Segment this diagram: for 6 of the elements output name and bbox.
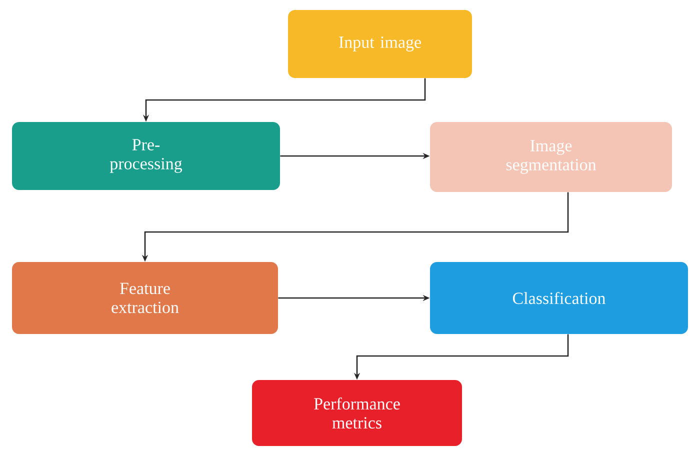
process-box: Pre-processing: [12, 122, 280, 190]
process-box: Classification: [430, 262, 688, 334]
process-box: Input image: [288, 10, 472, 78]
process-box: Image segmentation: [430, 122, 672, 192]
process-box: Feature extraction: [12, 262, 278, 334]
process-box: Performance metrics: [252, 380, 462, 446]
